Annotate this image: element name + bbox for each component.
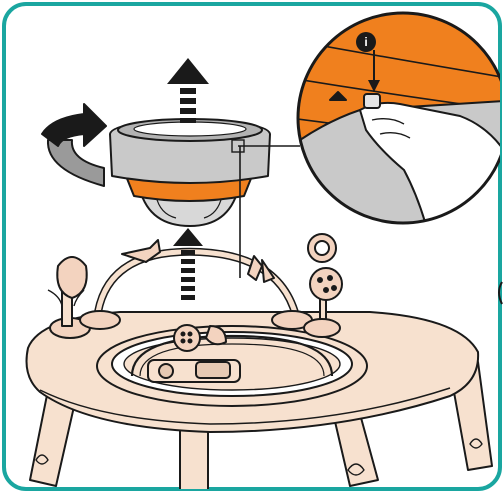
release-button — [364, 94, 380, 108]
toy-rattle-disc — [310, 268, 342, 300]
toy-ball — [174, 325, 200, 351]
toy-mount-right — [304, 319, 340, 337]
info-marker-label: i — [364, 35, 367, 49]
arch-mount-left — [80, 311, 120, 329]
